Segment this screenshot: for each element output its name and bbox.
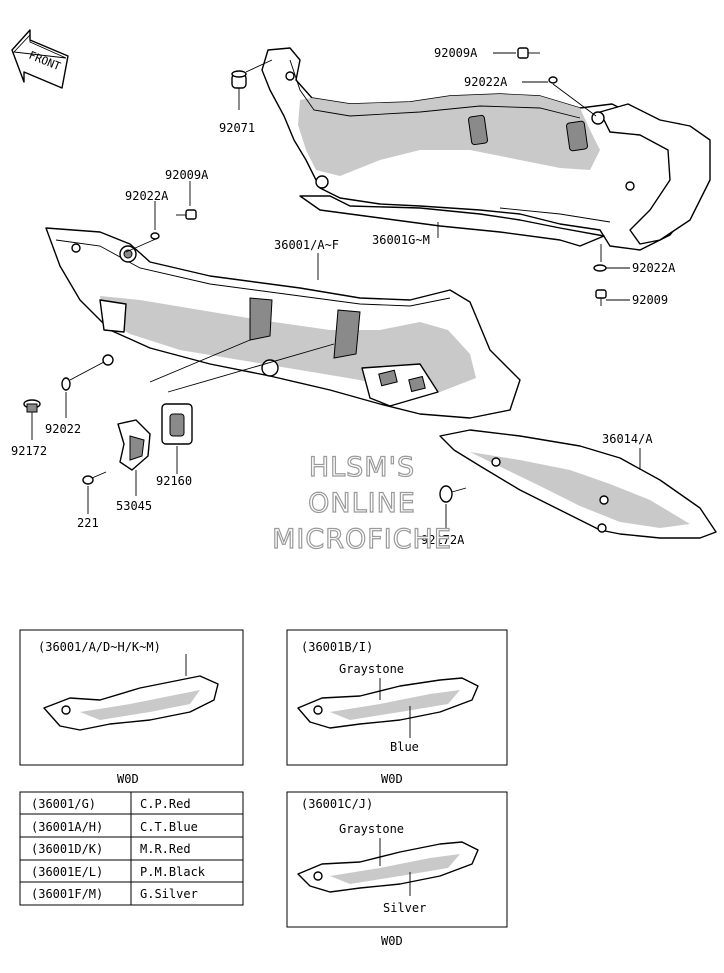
washer-icon [593,264,607,272]
callout-92071: 92071 [219,121,255,135]
color-table-code: (36001A/H) [31,820,103,834]
callout-92160: 92160 [156,474,192,488]
washer-icon [548,76,558,84]
color-table-code: (36001D/K) [31,842,103,856]
color-table-color: P.M.Black [140,865,206,879]
callout-53045: 53045 [116,499,152,513]
color-table-color: C.T.Blue [140,820,198,834]
callout-labels: 92009A 92022A 92071 92009A 92022A 36001/… [11,46,676,547]
lower-cover-36014-part [439,429,717,539]
callout-221: 221 [77,516,99,530]
color-table-color: C.P.Red [140,797,191,811]
color-table-code: (36001F/M) [31,887,103,901]
variant-box-2-thumbnail [297,677,479,738]
leader-lines [31,52,641,530]
bolt-icon [595,289,607,306]
callout-92022: 92022 [45,422,81,436]
callout-36001-G-M: 36001G~M [372,233,430,247]
damper-icon [161,403,193,445]
variant-box-1: (36001/A/D~H/K~M) W0D [19,629,244,786]
callout-92022A-top: 92022A [464,75,508,89]
callout-92022A-right: 92022A [632,261,676,275]
upper-side-cover-part [261,47,711,251]
variant-box-1-footer: W0D [117,772,139,786]
callout-92172A: 92172A [421,533,465,547]
variant-box-3: (36001C/J) Graystone Silver W0D [286,791,508,948]
variant-box-3-footer: W0D [381,934,403,948]
main-side-cover-part [45,227,521,419]
callout-92009A-top: 92009A [434,46,478,60]
callout-92022A-left: 92022A [125,189,169,203]
bracket-icon [117,419,151,471]
variant-box-2-label-blue: Blue [390,740,419,754]
clip-icon [439,485,467,503]
variant-box-2-footer: W0D [381,772,403,786]
variant-box-2: (36001B/I) Graystone Blue W0D [286,629,508,786]
grommet-icon [231,70,247,89]
variant-box-3-label-graystone: Graystone [339,822,404,836]
hardware-items [23,47,607,503]
variant-box-2-header: (36001B/I) [301,640,373,654]
color-table-code: (36001/G) [31,797,96,811]
color-table-color: M.R.Red [140,842,191,856]
front-arrow: FRONT [11,29,69,89]
clip-icon [23,399,41,413]
variant-box-3-thumbnail [297,838,479,896]
bolt-icon [176,209,197,220]
watermark-line-2: ONLINE [308,488,416,519]
variant-box-1-thumbnail [43,654,219,731]
watermark-line-3: MICROFICHE [272,524,452,555]
callout-36014-A: 36014/A [602,432,653,446]
color-table-code: (36001E/L) [31,865,103,879]
color-table: (36001/G) C.P.Red (36001A/H) C.T.Blue (3… [19,791,244,906]
variant-box-2-label-graystone: Graystone [339,662,404,676]
callout-92009A-left: 92009A [165,168,209,182]
callout-92009-right: 92009 [632,293,668,307]
screw-icon [82,471,107,485]
bolt-icon [517,47,540,59]
variant-box-1-header: (36001/A/D~H/K~M) [38,640,161,654]
callout-92172: 92172 [11,444,47,458]
variant-box-3-label-silver: Silver [383,901,426,915]
washer-icon [61,377,71,391]
variant-box-3-header: (36001C/J) [301,797,373,811]
color-table-color: G.Silver [140,887,198,901]
callout-36001-A-F: 36001/A~F [274,238,339,252]
watermark: HLSM'S ONLINE MICROFICHE [271,451,452,555]
watermark-line-1: HLSM'S [309,452,415,483]
